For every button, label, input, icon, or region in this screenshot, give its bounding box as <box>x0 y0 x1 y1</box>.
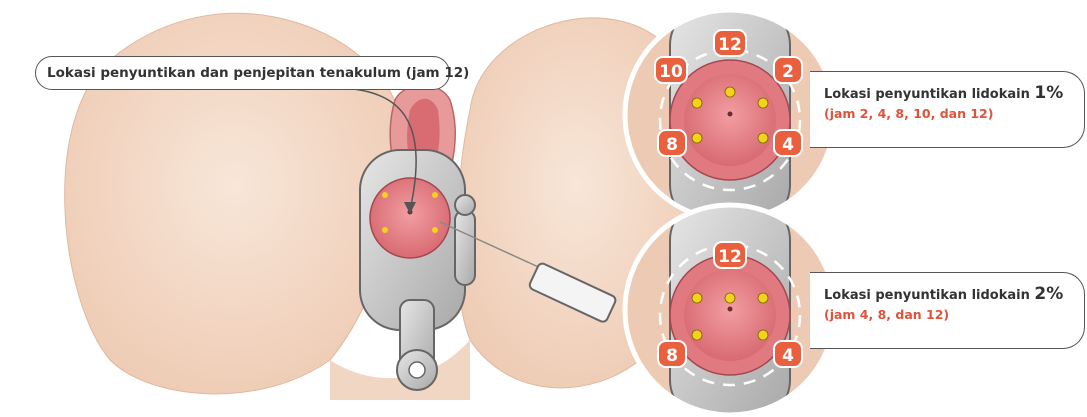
cervix-main <box>370 178 450 258</box>
clock-badge-2: 2 <box>774 57 802 83</box>
callout-lidocaine-2-percent: Lokasi penyuntikan lidokain 2% (jam 4, 8… <box>810 272 1085 349</box>
injection-site-dot <box>692 293 702 303</box>
injection-site-dot <box>692 133 702 143</box>
injection-site-dot <box>725 293 735 303</box>
injection-site-dot <box>725 87 735 97</box>
clock-badge-12: 12 <box>714 242 746 268</box>
svg-text:8: 8 <box>666 135 678 155</box>
svg-text:12: 12 <box>718 247 742 267</box>
clock-badge-8: 8 <box>658 130 686 156</box>
injection-sites-text: (jam 4, 8, dan 12) <box>824 307 1074 322</box>
percent-label: 1% <box>1034 83 1063 103</box>
clock-badge-12: 12 <box>714 30 746 56</box>
injection-site-dot <box>692 330 702 340</box>
svg-text:12: 12 <box>718 35 742 55</box>
injection-site-dot <box>758 293 768 303</box>
injection-site-dot <box>758 98 768 108</box>
injection-site-dot <box>692 98 702 108</box>
svg-text:2: 2 <box>782 62 794 82</box>
injection-site-dot <box>758 133 768 143</box>
callout-title: Lokasi penyuntikan lidokain 1% <box>824 83 1074 103</box>
injection-site-dot <box>432 227 438 233</box>
svg-text:4: 4 <box>782 346 794 366</box>
clock-badge-10: 10 <box>655 57 687 83</box>
svg-text:10: 10 <box>659 62 683 82</box>
percent-label: 2% <box>1034 284 1063 304</box>
injection-site-dot <box>382 227 388 233</box>
injection-sites-text: (jam 2, 4, 8, 10, dan 12) <box>824 106 1074 121</box>
injection-site-dot <box>432 192 438 198</box>
svg-text:8: 8 <box>666 346 678 366</box>
callout-label: Lokasi penyuntikan dan penjepitan tenaku… <box>47 65 469 81</box>
clock-badge-4: 4 <box>774 130 802 156</box>
injection-site-dot <box>758 330 768 340</box>
callout-tenaculum-site: Lokasi penyuntikan dan penjepitan tenaku… <box>35 56 450 90</box>
callout-title: Lokasi penyuntikan lidokain 2% <box>824 284 1074 304</box>
callout-lidocaine-1-percent: Lokasi penyuntikan lidokain 1% (jam 2, 4… <box>810 71 1085 148</box>
clock-badge-4: 4 <box>774 341 802 367</box>
injection-site-dot <box>382 192 388 198</box>
svg-text:4: 4 <box>782 135 794 155</box>
clock-badge-8: 8 <box>658 341 686 367</box>
